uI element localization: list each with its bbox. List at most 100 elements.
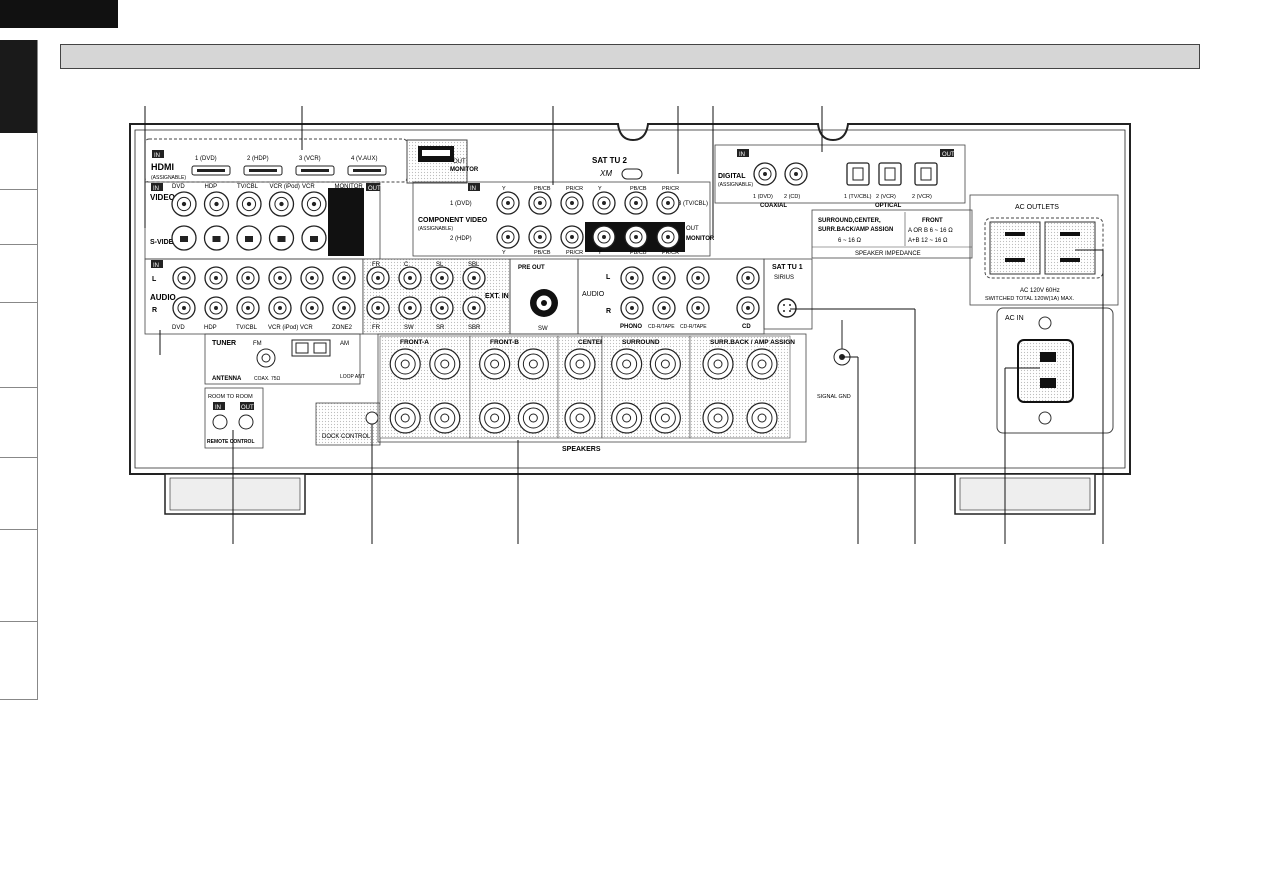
tuner-section: TUNER ANTENNA FM COAX. 75Ω AM LOOP ANT [204, 333, 365, 385]
preout-sw-label: SW [538, 326, 548, 332]
coaxial-label: COAXIAL [760, 203, 787, 209]
hdmi-input-label-3: 3 (VCR) [299, 156, 321, 162]
component-bottom-label-5: PB/CB [630, 250, 647, 256]
component-bottom-label-1: Y [502, 250, 506, 256]
ext-label-top-4: SBL [468, 262, 480, 268]
sidebar-tab-9[interactable] [0, 622, 38, 700]
sidebar-tab-8[interactable] [0, 530, 38, 622]
coaxial-label-2: 2 (CD) [784, 194, 800, 200]
coax-label: COAX. 75Ω [254, 376, 281, 382]
xm-label: XM [599, 169, 612, 178]
sat-tu1-label: SAT TU 1 [772, 264, 803, 271]
digital-label: DIGITAL [718, 173, 746, 180]
component-top-label-6: PR/CR [662, 186, 679, 192]
ext-in-label: EXT. IN [485, 293, 509, 300]
audio2-section: AUDIO L R PHONO CD-R/TAPE CD-R/TAPE CD [577, 258, 765, 335]
speakers-title: SPEAKERS [562, 446, 601, 453]
preout-section: PRE OUT SW [509, 258, 579, 335]
language-tab[interactable] [0, 0, 118, 28]
audio-col-label-3: TV/CBL [236, 325, 258, 331]
impedance-title: SPEAKER IMPEDANCE [855, 251, 921, 257]
component-bottom-label-3: PR/CR [566, 250, 583, 256]
video-col-label-1: DVD [172, 184, 185, 190]
signal-gnd-label: SIGNAL GND [817, 394, 851, 400]
sidebar-tab-5[interactable] [0, 303, 38, 388]
ac-in-label: AC IN [1005, 315, 1024, 322]
sidebar-tab-1[interactable] [0, 40, 38, 133]
fm-label: FM [253, 341, 262, 347]
callout-lines [144, 106, 1104, 544]
speaker-impedance-box: SURROUND,CENTER, SURR.BACK/AMP ASSIGN 6 … [811, 209, 973, 259]
sat-tu2-jack: SAT TU 2 XM [592, 156, 643, 180]
video-col-label-2: HDP [205, 184, 218, 190]
speaker-group-label-5: SURR.BACK / AMP ASSIGN [710, 339, 795, 346]
component-assign: (ASSIGNABLE) [418, 226, 453, 232]
ac-outlets: AC OUTLETS AC 120V 60Hz SWITCHED TOTAL 1… [969, 194, 1119, 306]
optical-label-3: 2 (VCR) [912, 194, 932, 200]
video-in-label: IN [153, 186, 159, 192]
sat-tu1-jack: SAT TU 1 SIRIUS [763, 258, 813, 330]
audio-label: AUDIO [150, 293, 176, 302]
section-title-bar [60, 44, 1200, 69]
remote-out-label: OUT [241, 405, 254, 411]
ac-in: AC IN [996, 307, 1114, 434]
hdmi-in-label: IN [154, 153, 160, 159]
component-bottom-label-2: PB/CB [534, 250, 551, 256]
hdmi-section: HDMI (ASSIGNABLE) IN 1 (DVD)2 (HDP)3 (VC… [144, 138, 479, 184]
svideo-label: S-VIDEO [150, 239, 179, 246]
antenna-label: ANTENNA [212, 376, 242, 382]
component-out-label: OUT [686, 226, 699, 232]
cdr-in-label: CD-R/TAPE [648, 324, 675, 330]
impedance-right1: FRONT [922, 218, 943, 224]
component-top-label-5: PB/CB [630, 186, 647, 192]
optical-label-1: 1 (TV/CBL) [844, 194, 872, 200]
loop-ant-label: LOOP ANT [340, 374, 365, 380]
sidebar-tab-6[interactable] [0, 388, 38, 458]
component-row2: 2 (HDP) [450, 236, 472, 242]
tuner-label: TUNER [212, 340, 236, 347]
signal-gnd: SIGNAL GND [817, 320, 851, 400]
ext-label-top-1: FR [372, 262, 381, 268]
ext-label-bottom-1: FR [372, 325, 381, 331]
sirius-label: SIRIUS [774, 275, 794, 281]
phono-label: PHONO [620, 324, 642, 330]
ac-outlets-title: AC OUTLETS [1015, 204, 1059, 211]
digital-out-label: OUT [942, 152, 955, 158]
ac-outlets-note1: AC 120V 60Hz [1020, 288, 1060, 294]
digital-in-label: IN [739, 152, 745, 158]
ext-label-bottom-4: SBR [468, 325, 481, 331]
sidebar-tab-4[interactable] [0, 245, 38, 303]
hdmi-assign: (ASSIGNABLE) [151, 175, 186, 181]
hdmi-label: HDMI [151, 162, 174, 172]
component-top-label-4: Y [598, 186, 602, 192]
component-bottom-label-6: PR/CR [662, 250, 679, 256]
sidebar-tab-3[interactable] [0, 190, 38, 245]
component-monitor-label: MONITOR [686, 236, 715, 242]
impedance-left1: SURROUND,CENTER, [818, 218, 881, 224]
ext-label-top-2: C [404, 262, 409, 268]
impedance-left2: SURR.BACK/AMP ASSIGN [818, 227, 893, 233]
component-top-label-1: Y [502, 186, 506, 192]
optical-label: OPTICAL [875, 203, 902, 209]
sidebar-tab-2[interactable] [0, 133, 38, 190]
video-col-label-6: MONITOR [335, 184, 364, 190]
sidebar-tab-7[interactable] [0, 458, 38, 530]
audio2-r: R [606, 308, 611, 315]
hdmi-input-label-4: 4 (V.AUX) [351, 156, 377, 162]
remote-control-section: ROOM TO ROOM IN OUT REMOTE CONTROL [204, 387, 264, 449]
component-bottom-label-4: Y [598, 250, 602, 256]
component-row3: 3 (TV/CBL) [678, 201, 708, 207]
am-label: AM [340, 341, 349, 347]
video-label: VIDEO [150, 193, 175, 202]
hdmi-out-label: OUT [453, 159, 466, 165]
preout-label: PRE OUT [518, 265, 545, 271]
audio-in-label: IN [153, 263, 159, 269]
optical-label-2: 2 (VCR) [876, 194, 896, 200]
chassis [129, 123, 1131, 515]
component-in-label: IN [470, 186, 476, 192]
room-to-room-label: ROOM TO ROOM [208, 394, 253, 400]
